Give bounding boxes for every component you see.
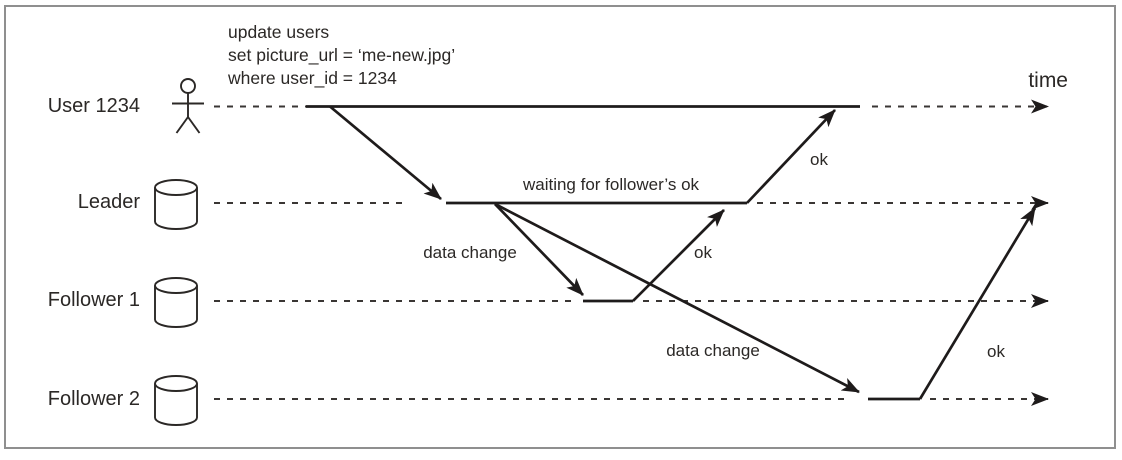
- ok-arrow-follower2-to-leader: [918, 207, 1037, 400]
- sql-query-line-1: update users: [228, 22, 330, 42]
- database-icon: [154, 375, 198, 426]
- ok-arrow-leader-to-user: [746, 109, 836, 204]
- annotation-ok-leader-to-user: ok: [810, 150, 828, 169]
- row-label-follower1: Follower 1: [47, 289, 140, 311]
- annotation-ok-f1-to-leader: ok: [694, 243, 712, 262]
- database-icon: [154, 179, 198, 230]
- annotation-data-change-leader-f2: data change: [666, 341, 760, 360]
- write-request-arrow-user-to-leader: [329, 105, 442, 201]
- sql-query-line-3: where user_id = 1234: [228, 68, 397, 88]
- person-icon: [172, 78, 204, 134]
- time-axis-label: time: [1028, 69, 1068, 92]
- row-label-leader: Leader: [77, 191, 140, 213]
- annotation-data-change-leader-f1: data change: [423, 243, 517, 262]
- data-change-arrow-leader-to-follower1: [494, 203, 584, 296]
- annotation-ok-f2-to-leader: ok: [987, 342, 1005, 361]
- row-label-follower2: Follower 2: [47, 388, 140, 410]
- sql-query-text: update users set picture_url = ‘me-new.j…: [228, 21, 455, 90]
- data-change-arrow-leader-to-follower2: [494, 202, 860, 394]
- annotation-waiting-for-followers-ok: waiting for follower’s ok: [522, 175, 700, 194]
- database-icon: [154, 277, 198, 328]
- sql-query-line-2: set picture_url = ‘me-new.jpg’: [228, 45, 456, 65]
- row-label-user: User 1234: [47, 95, 140, 117]
- ok-arrow-follower1-to-leader: [632, 209, 725, 302]
